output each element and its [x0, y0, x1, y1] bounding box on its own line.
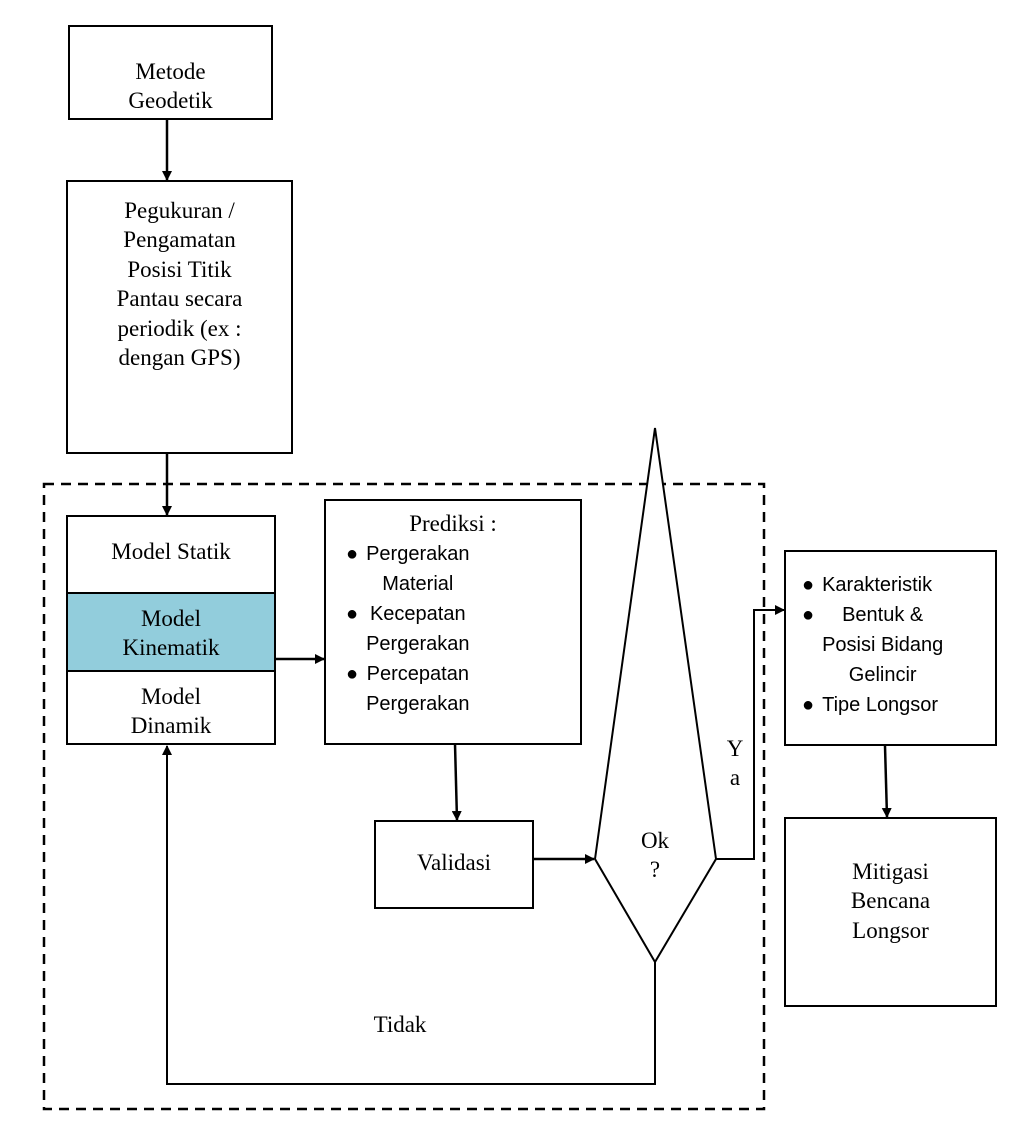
bullet-icon: ● [802, 694, 815, 716]
hasil-item: ●Tipe Longsor [802, 690, 989, 720]
validasi-box: Validasi [374, 820, 534, 909]
pengukuran-text: Pegukuran / Pengamatan Posisi Titik Pant… [116, 198, 243, 371]
arrow-hasil-to-mitigasi [881, 745, 892, 818]
model-stack-box: Model Statik Model Kinematik Model Dinam… [66, 515, 276, 745]
hasil-box: ●Karakteristik ●Bentuk & Posisi Bidang G… [784, 550, 997, 746]
no-label: Tidak [373, 1012, 427, 1037]
yes-label: Y a [726, 736, 744, 791]
hasil-item: ●Karakteristik [802, 570, 989, 600]
prediksi-box: Prediksi : ●Pergerakan Material ●Kecepat… [324, 499, 582, 745]
metode-geodetik-text: Metode Geodetik [128, 59, 213, 114]
decision-text: Ok ? [640, 828, 670, 883]
arrow-yes-to-hasil [716, 605, 785, 860]
prediksi-item: ●Kecepatan Pergerakan [346, 599, 570, 659]
pengukuran-box: Pegukuran / Pengamatan Posisi Titik Pant… [66, 180, 293, 454]
model-statik-text: Model Statik [111, 539, 231, 564]
bullet-icon: ● [346, 663, 359, 685]
hasil-list: ●Karakteristik ●Bentuk & Posisi Bidang G… [802, 570, 989, 720]
bullet-icon: ● [346, 543, 359, 565]
mitigasi-box: Mitigasi Bencana Longsor [784, 817, 997, 1007]
hasil-item: ●Bentuk & Posisi Bidang Gelincir [802, 600, 989, 690]
model-kinematik-band: Model Kinematik [68, 592, 274, 672]
model-boundary [42, 482, 766, 1111]
mitigasi-text: Mitigasi Bencana Longsor [850, 859, 931, 943]
metode-geodetik-box: Metode Geodetik [68, 25, 273, 120]
prediksi-item: ●Percepatan Pergerakan [346, 659, 570, 719]
decision-diamond [593, 427, 718, 964]
model-kinematik-text: Model Kinematik [122, 606, 220, 661]
bullet-icon: ● [346, 603, 359, 625]
validasi-text: Validasi [416, 850, 492, 875]
bullet-icon: ● [802, 604, 815, 626]
model-dinamik-text: Model Dinamik [130, 684, 212, 739]
prediksi-item: ●Pergerakan Material [346, 539, 570, 599]
prediksi-list: ●Pergerakan Material ●Kecepatan Pergerak… [346, 539, 570, 719]
arrow-prediksi-to-validasi [451, 743, 462, 821]
arrow-no-loop-back [162, 745, 656, 1085]
bullet-icon: ● [802, 574, 815, 596]
prediksi-title: Prediksi : [409, 511, 497, 536]
